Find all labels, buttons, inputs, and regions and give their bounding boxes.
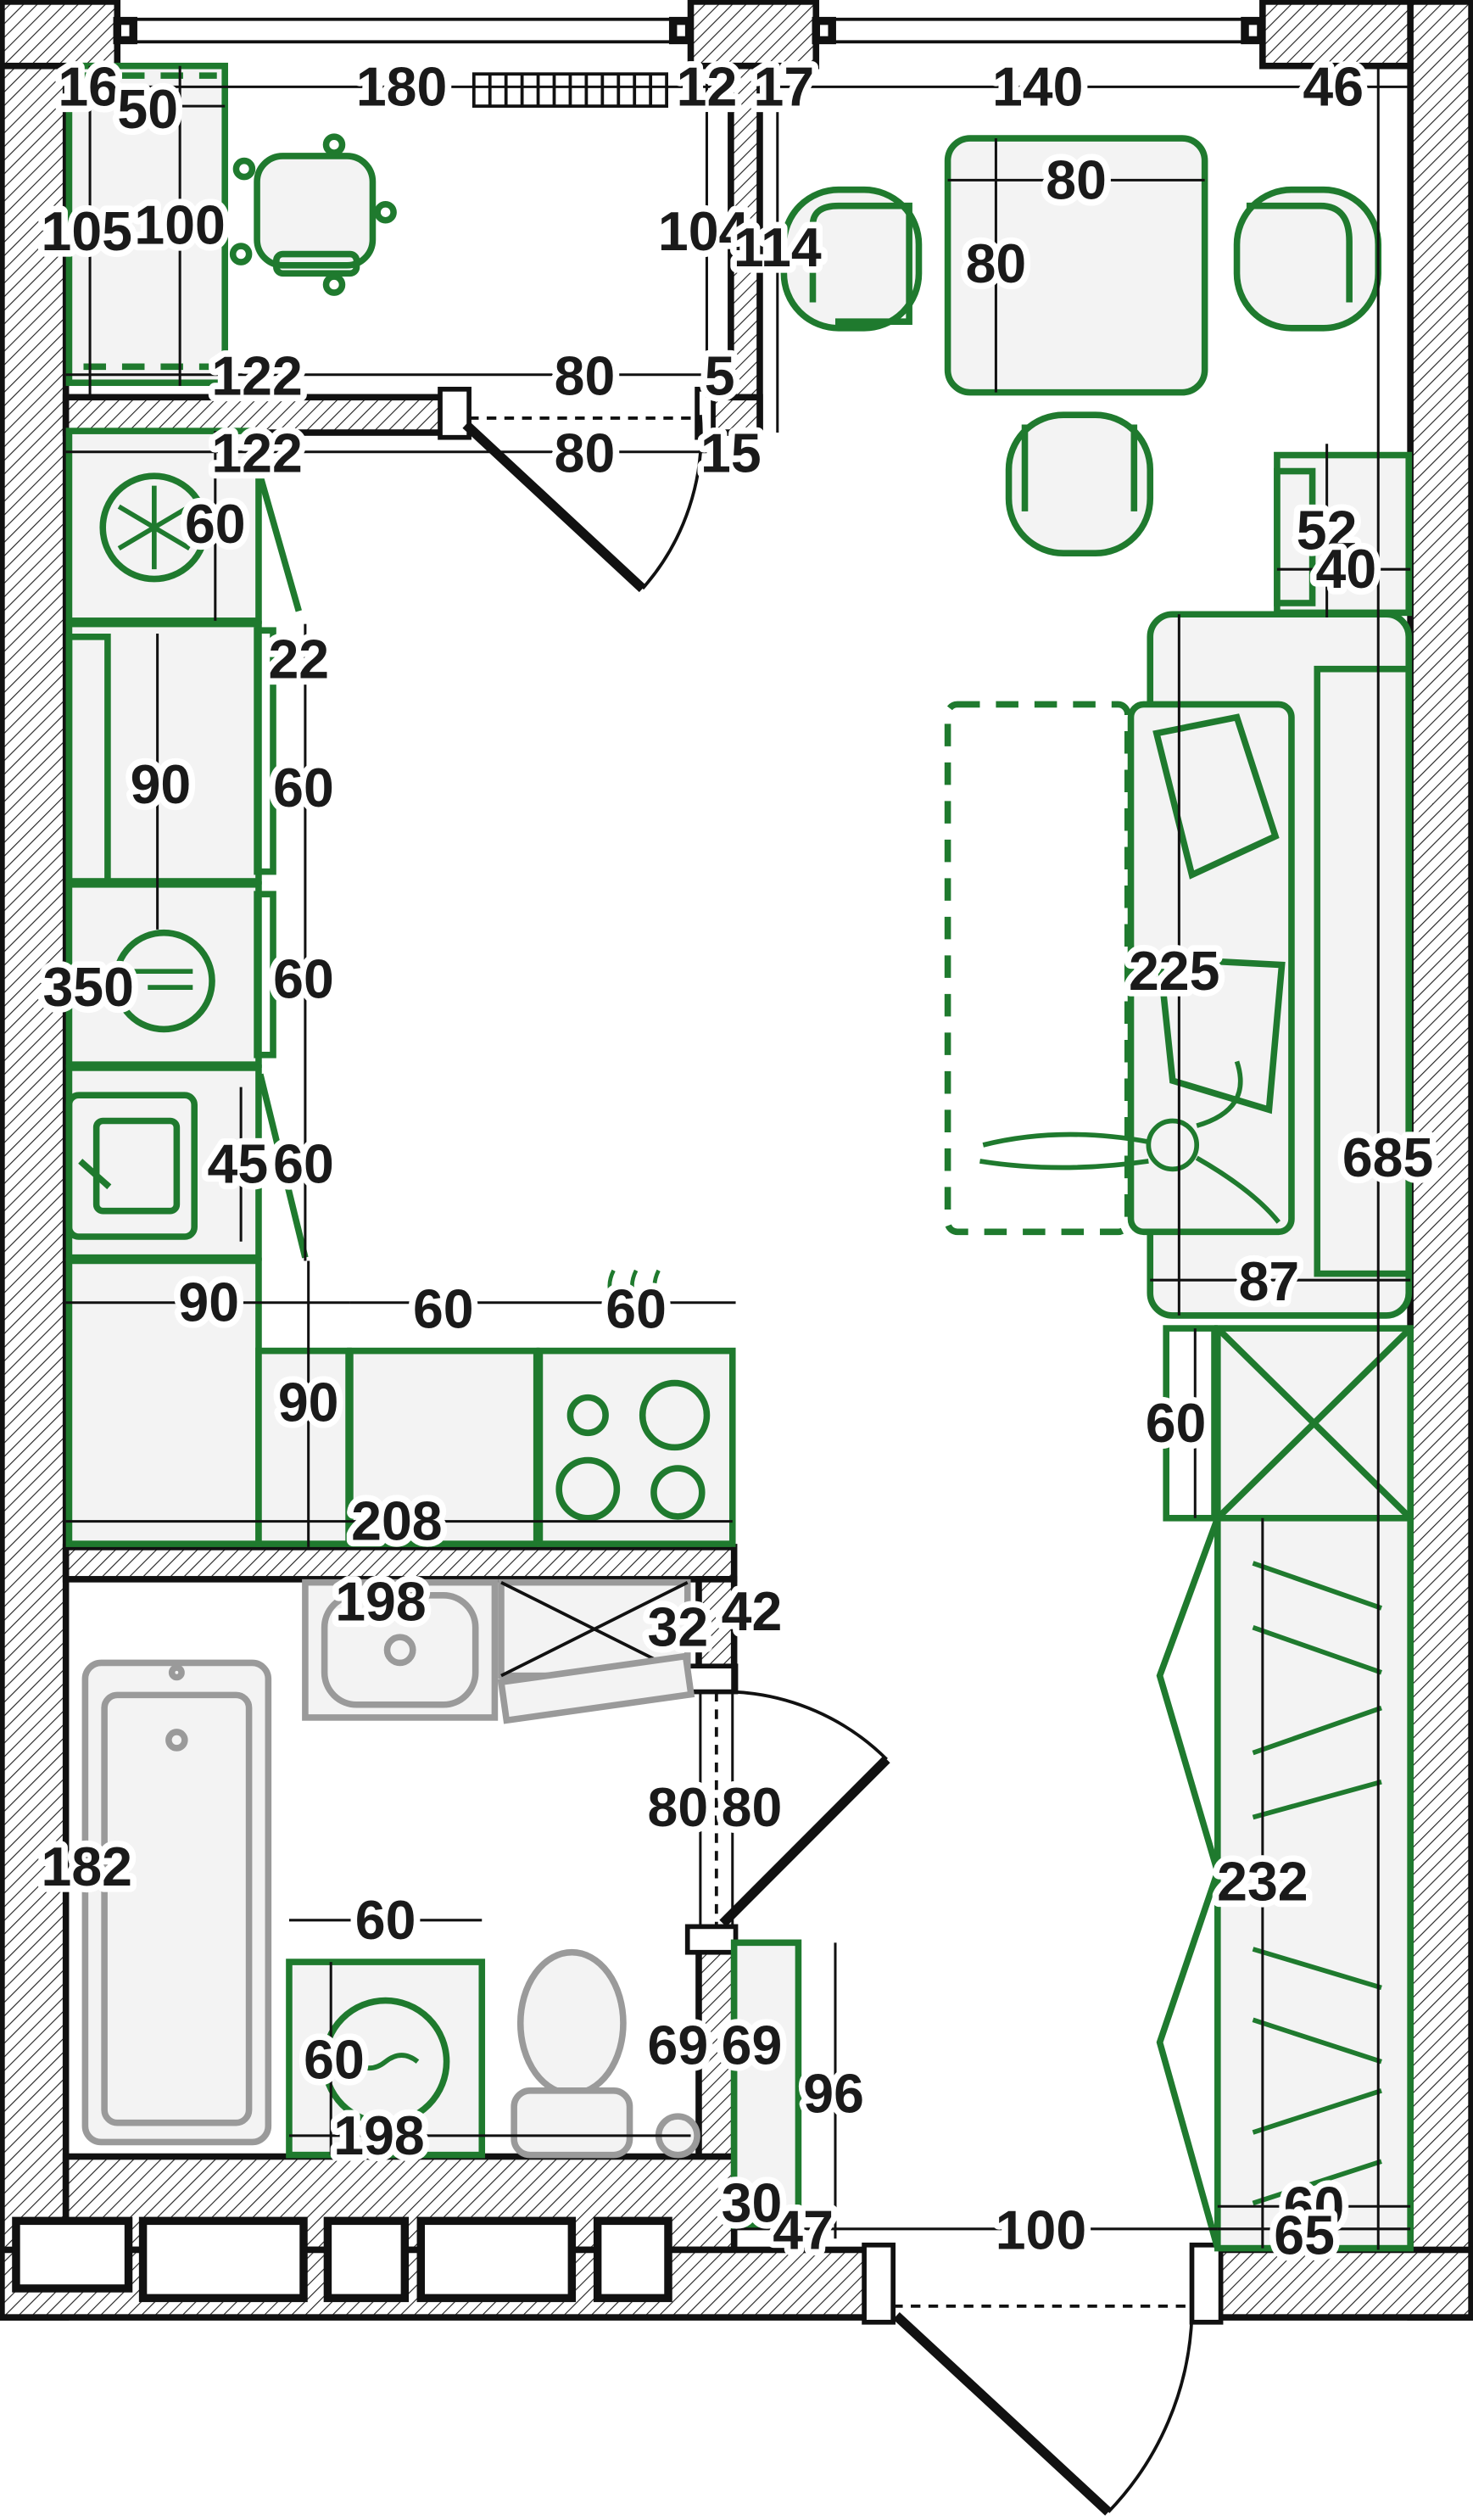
dim-study-104: 104 xyxy=(658,201,750,262)
dim-study-80: 80 xyxy=(555,346,616,407)
dim-study-12: 12 xyxy=(677,56,738,117)
snowflake-icon xyxy=(117,485,191,570)
dim-study-105: 105 xyxy=(42,201,132,262)
bathroom-fixtures xyxy=(81,1578,802,2229)
dimension-labels: 16 50 180 12 105 100 104 122 80 5 17 140… xyxy=(35,50,1440,2272)
dim-fridge-60: 60 xyxy=(185,494,246,555)
dim-bath-32: 32 xyxy=(648,1597,709,1658)
dim-bath-69a: 69 xyxy=(648,2015,709,2076)
dining-set xyxy=(780,135,1382,557)
dim-bath-47: 47 xyxy=(773,2200,834,2261)
dim-bath-198: 198 xyxy=(333,2105,424,2166)
dim-door-80-right: 80 xyxy=(722,1777,783,1838)
dim-kitchen-208: 208 xyxy=(351,1491,442,1552)
dim-kitchen-22: 22 xyxy=(269,629,330,690)
dim-entry-80: 80 xyxy=(555,423,616,484)
dim-kitchen-90-vert: 90 xyxy=(278,1372,339,1433)
dim-side-table-40: 40 xyxy=(1316,539,1377,600)
dim-washer-60: 60 xyxy=(355,1890,416,1951)
dim-living-114: 114 xyxy=(734,217,822,278)
service-shafts xyxy=(12,2216,672,2303)
dim-oven-90: 90 xyxy=(131,754,192,815)
dim-study-16: 16 xyxy=(58,56,119,117)
dim-entry-122: 122 xyxy=(211,423,302,484)
wave-icon xyxy=(351,2053,420,2071)
dim-bath-30: 30 xyxy=(722,2172,783,2233)
dim-table-width-80: 80 xyxy=(1046,149,1107,210)
dim-study-180: 180 xyxy=(356,56,447,117)
dim-basin-198: 198 xyxy=(335,1571,426,1632)
office-chair xyxy=(229,133,397,296)
dim-bath-69b: 69 xyxy=(722,2015,783,2076)
dim-study-122: 122 xyxy=(211,346,302,407)
person-figure xyxy=(979,1060,1281,1224)
dim-bath-42: 42 xyxy=(722,1581,783,1642)
plate-fork-icon xyxy=(131,969,193,990)
dim-bath-182: 182 xyxy=(42,1836,132,1897)
dim-sofa-87: 87 xyxy=(1239,1251,1300,1312)
dim-living-140: 140 xyxy=(992,56,1083,117)
dim-wardrobe-60: 60 xyxy=(1284,2176,1345,2237)
dim-wardrobe-65: 65 xyxy=(1274,2204,1335,2266)
dim-cabinet-60b: 60 xyxy=(273,949,334,1010)
dim-entry-15: 15 xyxy=(700,423,762,484)
dim-sofa-225: 225 xyxy=(1129,941,1219,1002)
dim-cabinet-60d: 60 xyxy=(413,1278,474,1339)
dim-living-46: 46 xyxy=(1303,56,1364,117)
dim-kitchen-350: 350 xyxy=(42,957,133,1018)
dim-entrance-100: 100 xyxy=(996,2200,1086,2261)
dim-study-50: 50 xyxy=(117,79,178,140)
dim-washer-depth-60: 60 xyxy=(304,2030,365,2091)
dimension-lines xyxy=(64,65,1411,2250)
dim-sink-45: 45 xyxy=(208,1134,269,1195)
dim-living-17: 17 xyxy=(754,56,815,117)
dim-rack-96: 96 xyxy=(803,2064,864,2125)
dim-shoe-cabinet-60: 60 xyxy=(1146,1393,1207,1454)
windows xyxy=(113,16,1265,45)
dim-table-depth-80: 80 xyxy=(966,233,1027,294)
dim-wardrobe-232: 232 xyxy=(1217,1851,1308,1912)
dim-kitchen-90-left: 90 xyxy=(178,1272,239,1333)
dim-cabinet-60a: 60 xyxy=(273,757,334,819)
dim-door-80-left: 80 xyxy=(648,1777,709,1838)
dim-stove-60: 60 xyxy=(605,1278,667,1339)
dim-side-table-52: 52 xyxy=(1297,500,1358,562)
dim-study-100: 100 xyxy=(134,194,225,255)
dim-room-685: 685 xyxy=(1342,1127,1433,1188)
dim-study-5: 5 xyxy=(705,346,735,407)
dim-cabinet-60c: 60 xyxy=(273,1134,334,1195)
kitchen-units xyxy=(65,427,736,1547)
study-furniture xyxy=(65,62,668,387)
